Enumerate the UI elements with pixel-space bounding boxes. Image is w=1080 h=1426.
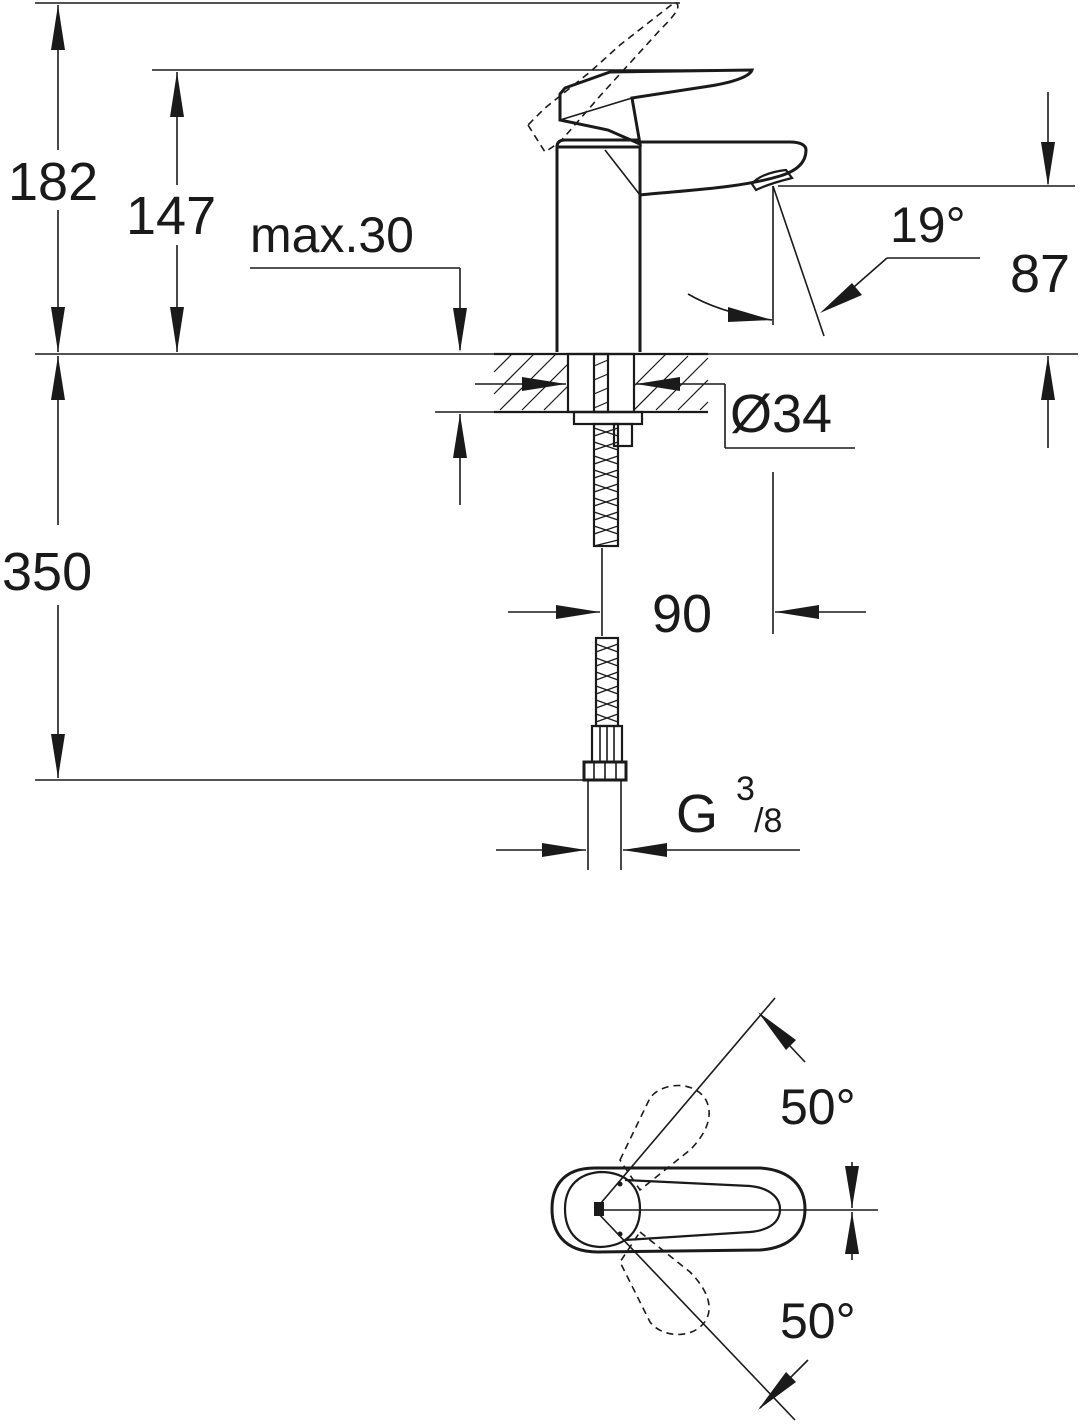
angle-upper-label: 50° <box>780 1079 856 1135</box>
angle-lower-label: 50° <box>780 1293 856 1349</box>
dimension-90-label: 90 <box>652 584 712 644</box>
dimension-147: 147 <box>126 72 216 352</box>
indicator-mark <box>594 1202 604 1216</box>
side-view: 182 147 max.30 <box>2 1 1078 870</box>
dimension-182-label: 182 <box>8 152 98 212</box>
thread-label-numerator: 3 <box>736 770 755 808</box>
dimension-87: 87 <box>778 92 1075 448</box>
faucet-lever <box>558 68 755 147</box>
hose-lower <box>582 636 628 870</box>
swing-line-upper <box>594 997 776 1211</box>
dimension-350-label: 350 <box>2 542 92 602</box>
top-view: 50° 50° <box>550 997 878 1421</box>
lever-position-upper <box>619 1084 710 1192</box>
dimension-diameter-34-label: Ø34 <box>730 384 832 444</box>
angle-19-label: 19° <box>890 197 966 253</box>
angle-lower: 50° <box>758 1293 856 1410</box>
angle-upper: 50° <box>758 1012 856 1135</box>
faucet-lever-raised <box>526 1 679 154</box>
dimension-thread: G 3 /8 <box>496 770 800 857</box>
thread-label-g: G <box>676 784 718 844</box>
dimension-350: 350 <box>2 356 588 781</box>
dimension-147-label: 147 <box>126 186 216 246</box>
dimension-182: 182 <box>8 5 98 352</box>
dimension-87-label: 87 <box>1010 244 1070 304</box>
dimension-90: 90 <box>508 472 866 644</box>
dimension-diameter-34: Ø34 <box>475 377 855 449</box>
angle-center-arrows <box>845 1162 859 1260</box>
dimension-max30-label: max.30 <box>250 207 414 263</box>
flow-angle: 19° <box>687 185 980 337</box>
faucet-top <box>550 1166 807 1254</box>
hose-upper <box>592 422 620 548</box>
thread-label-denominator: /8 <box>754 802 782 840</box>
swing-line-lower <box>594 1209 796 1421</box>
dimension-max30: max.30 <box>250 207 560 505</box>
